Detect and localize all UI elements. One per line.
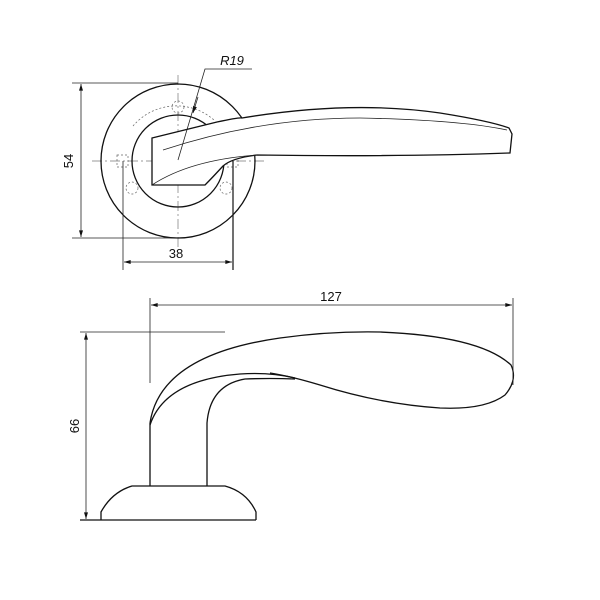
hole-spacing-label: 38	[169, 246, 183, 261]
top-view: 54 38 R19	[61, 53, 513, 270]
height-dimension-label: 54	[61, 154, 76, 168]
radius-leader	[177, 68, 252, 161]
lever-lower-line	[151, 154, 258, 186]
lever-top-outline	[151, 106, 513, 186]
stem-curve	[206, 377, 296, 424]
lever-inner-edge	[149, 372, 296, 426]
screw-hole	[125, 181, 139, 195]
length-dimension-label: 127	[320, 289, 342, 304]
lever-ridge-line	[162, 117, 508, 151]
side-view: 127 66	[67, 289, 515, 521]
radius-arc	[132, 105, 215, 127]
rose-profile	[100, 485, 257, 520]
mount-post	[116, 154, 129, 168]
screw-hole	[171, 100, 185, 114]
radius-label: R19	[220, 53, 244, 68]
side-height-dimension-label: 66	[67, 419, 82, 433]
lever-side-outline	[149, 331, 515, 424]
screw-hole	[219, 181, 233, 195]
